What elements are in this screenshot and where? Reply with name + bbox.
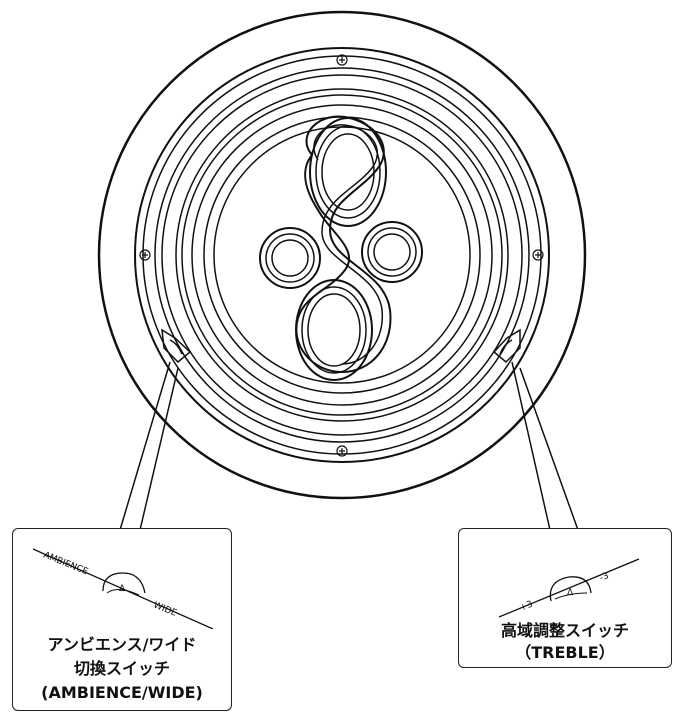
arrow-mark-icon: Δ (119, 584, 126, 594)
screw-icon (139, 249, 151, 261)
ambience-wide-label-line2: 切換スイッチ (73, 659, 170, 678)
treble-switch-on-speaker (492, 328, 521, 364)
screw-icon (336, 54, 348, 66)
treble-switch-right-label: -3 (598, 571, 610, 584)
right-leader-line (511, 361, 579, 531)
top-driver (309, 117, 387, 227)
treble-label-line1: 高域調整スイッチ (500, 621, 629, 640)
treble-label-line2: （TREBLE） (515, 643, 615, 662)
left-leader-line (119, 361, 179, 531)
screw-icon (336, 445, 348, 457)
ambience-switch-right-label: WIDE (152, 601, 178, 619)
bottom-driver (295, 279, 373, 381)
right-driver (361, 221, 423, 283)
treble-callout: +3 -3 Δ 高域調整スイッチ （TREBLE） (458, 528, 672, 668)
ambience-switch-on-speaker (161, 328, 192, 364)
ambience-wide-callout: AMBIENCE WIDE Δ アンビエンス/ワイド 切換スイッチ (AMBIE… (12, 528, 232, 711)
driver-bracket (295, 115, 392, 374)
treble-switch-illustration: +3 -3 Δ (498, 558, 640, 618)
speaker-grille-frame (134, 47, 550, 463)
ambience-switch-left-label: AMBIENCE (42, 551, 90, 578)
speaker-outer-rim (97, 10, 587, 500)
ambience-switch-illustration: AMBIENCE WIDE Δ (32, 548, 214, 629)
screw-icon (532, 249, 544, 261)
ambience-wide-label-line1: アンビエンス/ワイド (47, 635, 197, 654)
ambience-wide-label-line3: (AMBIENCE/WIDE) (41, 683, 203, 702)
left-driver (259, 227, 321, 289)
treble-switch-left-label: +3 (518, 600, 534, 614)
arrow-mark-icon: Δ (567, 588, 574, 598)
